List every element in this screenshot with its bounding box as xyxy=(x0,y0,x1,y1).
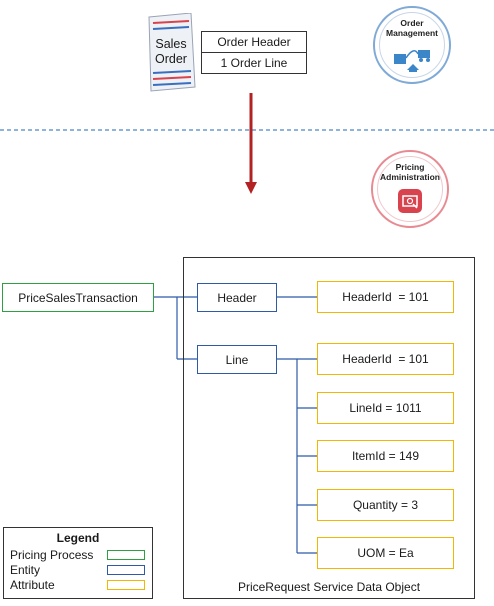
legend-swatch-process xyxy=(107,550,145,560)
order-line-box: 1 Order Line xyxy=(201,52,307,74)
line-attribute-lineid: LineId = 1011 xyxy=(317,392,454,424)
legend-swatch-attribute xyxy=(107,580,145,590)
pricing-process-box: PriceSalesTransaction xyxy=(2,283,154,312)
sales-order-document-icon xyxy=(147,12,199,93)
sales-order-label: Sales Order xyxy=(155,37,187,66)
order-header-box: Order Header xyxy=(201,31,307,53)
line-attribute-headerid: HeaderId = 101 xyxy=(317,343,454,375)
legend-swatch-entity xyxy=(107,565,145,575)
line-attribute-quantity: Quantity = 3 xyxy=(317,489,454,521)
legend-item-attribute: Attribute xyxy=(10,578,150,592)
legend-item-process: Pricing Process xyxy=(10,548,150,562)
legend-item-entity: Entity xyxy=(10,563,150,577)
order-management-icon: Order Management xyxy=(373,6,451,84)
pricing-administration-icon: Pricing Administration xyxy=(371,150,449,228)
line-attribute-uom: UOM = Ea xyxy=(317,537,454,569)
legend: Legend Pricing Process Entity Attribute xyxy=(3,527,153,599)
container-label: PriceRequest Service Data Object xyxy=(237,580,421,594)
flow-arrow-head xyxy=(245,182,257,194)
header-attribute-headerid: HeaderId = 101 xyxy=(317,281,454,313)
line-attribute-itemid: ItemId = 149 xyxy=(317,440,454,472)
legend-title: Legend xyxy=(56,531,100,545)
entity-line-box: Line xyxy=(197,345,277,374)
service-data-object-container: PriceRequest Service Data Object xyxy=(183,257,475,599)
entity-header-box: Header xyxy=(197,283,277,312)
